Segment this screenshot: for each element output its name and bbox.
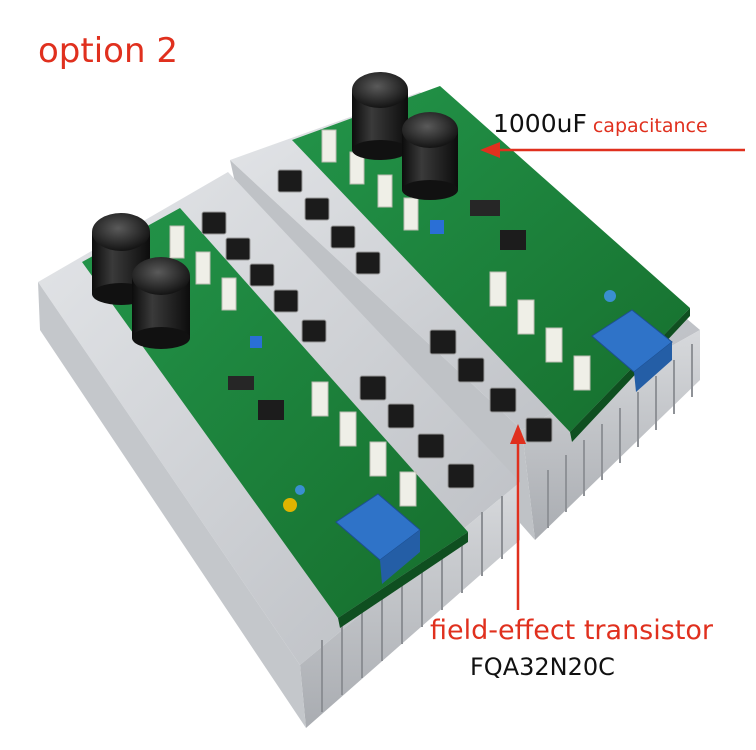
transistor-caption: field-effect transistor <box>430 615 714 646</box>
left-capacitors <box>92 213 190 349</box>
left-heatsink-fins <box>321 496 503 712</box>
capacitor-word: capacitance <box>592 115 708 137</box>
left-resistors <box>169 225 417 507</box>
transistor-arrow <box>510 424 526 610</box>
transistor-part-number: FQA32N20C <box>470 653 615 681</box>
right-capacitors <box>352 72 458 200</box>
right-transistor-row <box>277 169 553 443</box>
right-heatsink-fins <box>547 344 693 528</box>
option-label: option 2 <box>38 31 178 71</box>
right-pcb <box>277 72 690 443</box>
left-pcb <box>82 208 475 628</box>
right-resistors <box>321 129 591 391</box>
left-transistor-row <box>201 211 475 489</box>
capacitor-arrow <box>480 142 745 158</box>
capacitor-value: 1000uF <box>493 109 587 138</box>
